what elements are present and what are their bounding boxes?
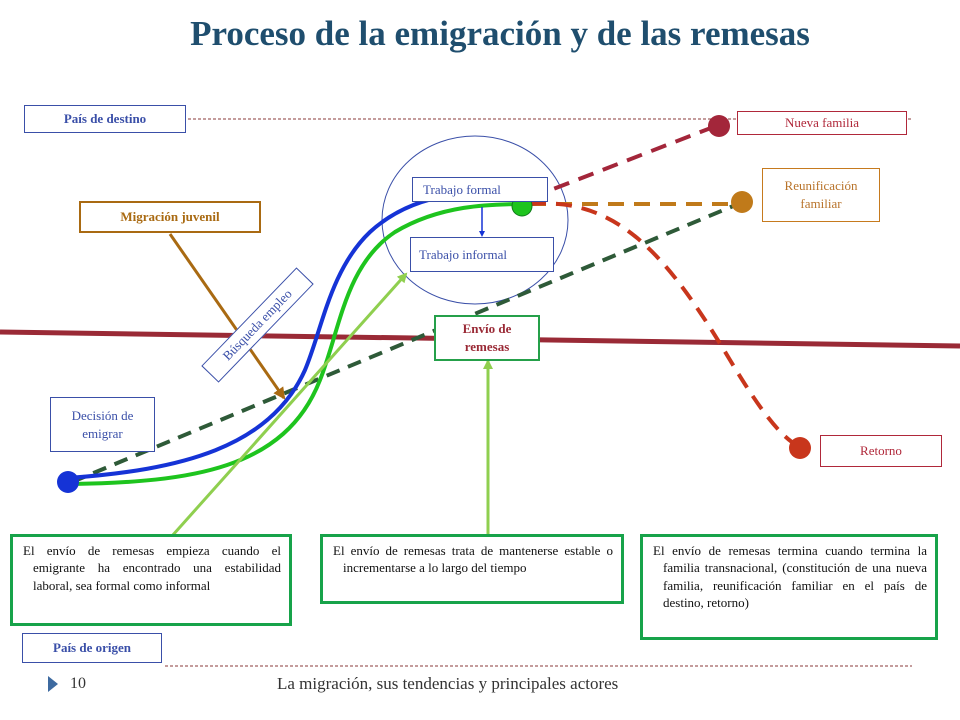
new-family-label: Nueva familia (737, 111, 907, 135)
return-line (529, 201, 800, 448)
page-title: Proceso de la emigración y de las remesa… (190, 14, 810, 53)
new-family-point (708, 115, 730, 137)
page-number: 10 (70, 675, 86, 692)
remittance-path (71, 202, 526, 486)
return-point (789, 437, 811, 459)
reunification-label: Reunificación familiar (762, 168, 880, 222)
remittance-sending-label: Envío de remesas (434, 315, 540, 361)
remittance-trend-line (71, 202, 739, 484)
note-remittance-maintain: El envío de remesas trata de mantenerse … (320, 534, 624, 604)
footer-text: La migración, sus tendencias y principal… (277, 674, 619, 693)
work-stability-ellipse (381, 135, 569, 305)
decision-label: Decisión de emigrar (50, 397, 155, 452)
note-remittance-end: El envío de remesas termina cuando termi… (640, 534, 938, 640)
new-family-line (529, 124, 717, 200)
note-arrow-start (170, 272, 408, 537)
informal-work-label: Trabajo informal (410, 237, 554, 272)
young-migration-arrow (168, 233, 286, 400)
return-label: Retorno (820, 435, 942, 467)
note-remittance-maintain-text: El envío de remesas trata de mantenerse … (333, 543, 613, 576)
formal-work-label: Trabajo formal (412, 177, 548, 202)
reunification-point (731, 191, 753, 213)
young-migration-label: Migración juvenil (79, 201, 261, 233)
origin-country-label: País de origen (22, 633, 162, 663)
note-remittance-start-text: El envío de remesas empieza cuando el em… (23, 543, 281, 593)
note-remittance-start: El envío de remesas empieza cuando el em… (10, 534, 292, 626)
note-remittance-end-text: El envío de remesas termina cuando termi… (653, 543, 927, 610)
footer-marker-icon (48, 676, 58, 692)
origin-point (57, 471, 79, 493)
destination-country-label: País de destino (24, 105, 186, 133)
